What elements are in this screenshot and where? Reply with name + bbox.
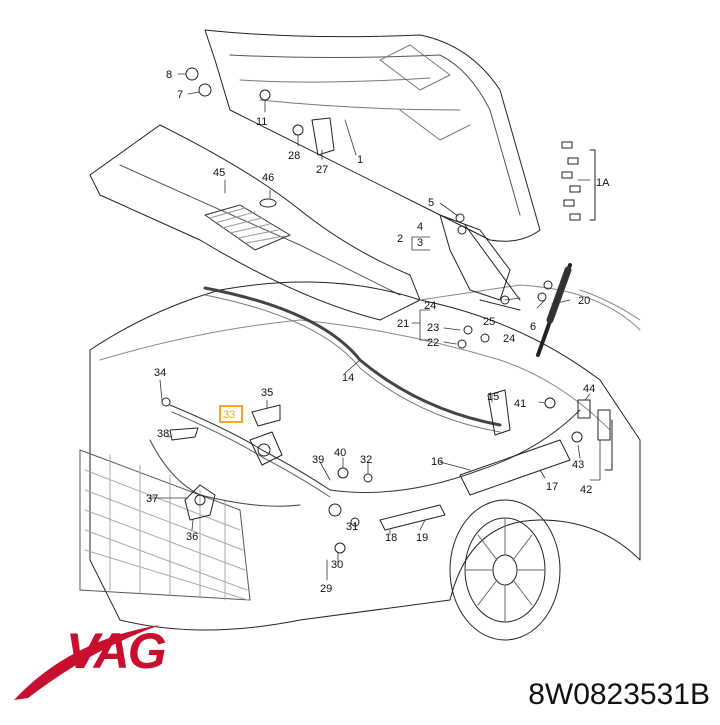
front-grille	[79, 449, 251, 601]
callout-29: 29	[320, 583, 332, 595]
lock-mechanism	[249, 404, 283, 466]
callout-46: 46	[262, 172, 274, 184]
cowl-panel	[89, 124, 421, 321]
gas-strut	[536, 263, 572, 357]
car-body-outline	[89, 281, 641, 631]
callout-20: 20	[578, 295, 590, 307]
callout-14: 14	[342, 372, 354, 384]
callout-11: 11	[256, 116, 267, 128]
highlight-box-33	[219, 405, 243, 423]
brand-logo-text: VAG	[66, 623, 167, 679]
callout-24b: 24	[503, 333, 515, 345]
hood-hinge	[439, 214, 521, 311]
callout-27: 27	[316, 164, 328, 176]
leader-lines	[149, 73, 601, 581]
callout-44: 44	[583, 383, 595, 395]
callout-28: 28	[288, 150, 300, 162]
hood-panel	[204, 29, 541, 242]
bolt-set	[561, 141, 596, 221]
callout-34: 34	[154, 367, 166, 379]
callout-22: 22	[427, 337, 439, 349]
callout-25: 25	[483, 316, 495, 328]
right-bracket	[459, 439, 571, 496]
callout-21: 21	[397, 318, 409, 330]
callout-16: 16	[431, 456, 443, 468]
callout-18: 18	[385, 532, 397, 544]
part-number: 8W0823531B	[528, 678, 710, 711]
callout-8: 8	[166, 69, 172, 81]
vag-swoosh-icon	[14, 625, 160, 700]
front-wheel	[449, 499, 561, 641]
callout-5: 5	[428, 197, 434, 209]
callout-1: 1	[357, 154, 363, 166]
callout-labels: 8 7 11 28 27 1 45 46 5 4 2 3 1A 20 24 21…	[146, 69, 610, 595]
callout-7: 7	[177, 89, 183, 101]
callout-17: 17	[546, 481, 558, 493]
callout-35: 35	[261, 387, 273, 399]
callout-15: 15	[487, 391, 499, 403]
callout-30: 30	[331, 559, 343, 571]
callout-1A: 1A	[596, 177, 610, 189]
callout-31: 31	[346, 521, 358, 533]
callout-19: 19	[416, 532, 428, 544]
callout-24a: 24	[424, 300, 436, 312]
hood-latch	[184, 484, 216, 521]
callout-3: 3	[417, 237, 423, 249]
callout-39: 39	[312, 454, 324, 466]
callout-42: 42	[580, 484, 592, 496]
bracket-44	[577, 399, 611, 441]
callout-38: 38	[157, 428, 169, 440]
callout-23: 23	[427, 322, 439, 334]
callout-32: 32	[360, 454, 372, 466]
callout-33: 33	[223, 409, 235, 421]
callout-37: 37	[146, 493, 158, 505]
callout-43: 43	[572, 459, 584, 471]
callout-45: 45	[213, 167, 225, 179]
callout-36: 36	[186, 531, 198, 543]
small-fasteners	[161, 67, 583, 554]
callout-2: 2	[397, 233, 403, 245]
callout-6: 6	[530, 321, 536, 333]
callout-40: 40	[334, 447, 346, 459]
callout-4: 4	[417, 221, 423, 233]
callout-41: 41	[514, 398, 526, 410]
